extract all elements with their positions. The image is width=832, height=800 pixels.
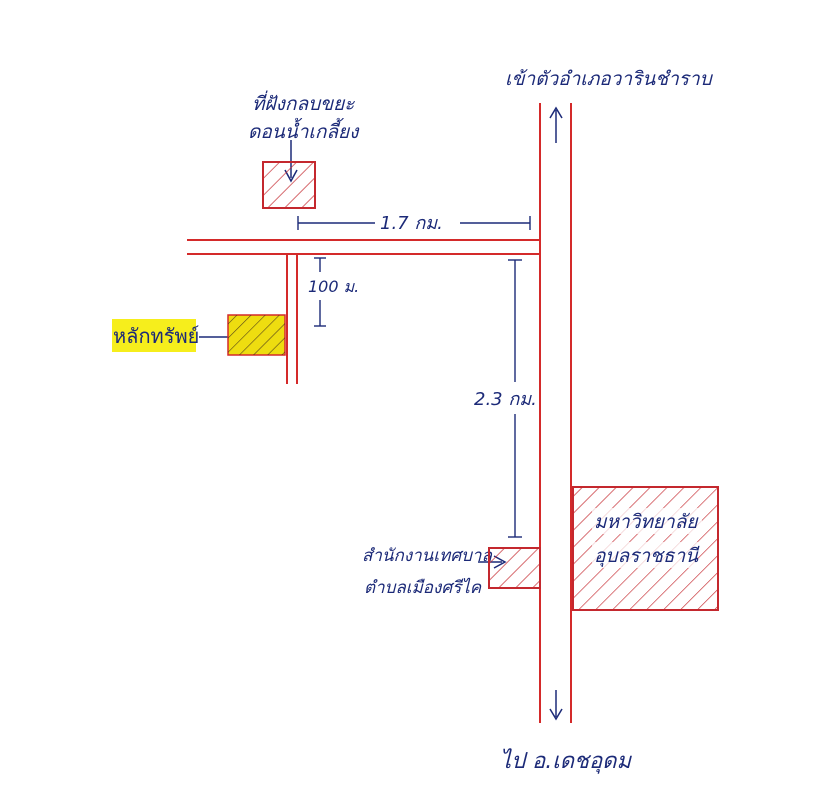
site-label-line1: ที่ฝังกลบขยะ bbox=[252, 90, 355, 115]
horizontal-distance-marker bbox=[297, 216, 531, 230]
university-label-line2: อุบลราชธานี bbox=[594, 545, 700, 567]
up-arrow-icon bbox=[549, 106, 563, 143]
office-label-line2: ตำบลเมืองศรีไค bbox=[364, 577, 482, 598]
site-label-line2: ดอนน้ำเกลี้ยง bbox=[248, 117, 360, 143]
office-label-line1: สำนักงานเทศบาล bbox=[362, 546, 493, 566]
bottom-direction-label: ไป อ.เดชอุดม bbox=[500, 748, 632, 774]
landfill-site-block bbox=[262, 161, 316, 209]
down-arrow-icon bbox=[549, 690, 563, 721]
highlight-property-hatch bbox=[228, 315, 285, 355]
university-label-line1: มหาวิทยาลัย bbox=[594, 511, 699, 533]
university-label-backdrop-2 bbox=[592, 542, 698, 568]
university-label-backdrop-1 bbox=[592, 508, 702, 534]
vertical-distance-label: 2.3 กม. bbox=[474, 389, 537, 410]
highlight-label: หลักทรัพย์ bbox=[113, 324, 199, 348]
side-road-distance-marker bbox=[314, 257, 326, 327]
horizontal-distance-label: 1.7 กม. bbox=[380, 213, 443, 234]
vertical-distance-marker bbox=[508, 259, 522, 538]
highlight-label-background bbox=[112, 319, 196, 352]
top-direction-label: เข้าตัวอำเภอวารินชำราบ bbox=[505, 68, 714, 90]
municipal-office-block bbox=[488, 547, 541, 589]
side-road-distance-label: 100 ม. bbox=[308, 277, 359, 296]
roads bbox=[187, 103, 572, 723]
